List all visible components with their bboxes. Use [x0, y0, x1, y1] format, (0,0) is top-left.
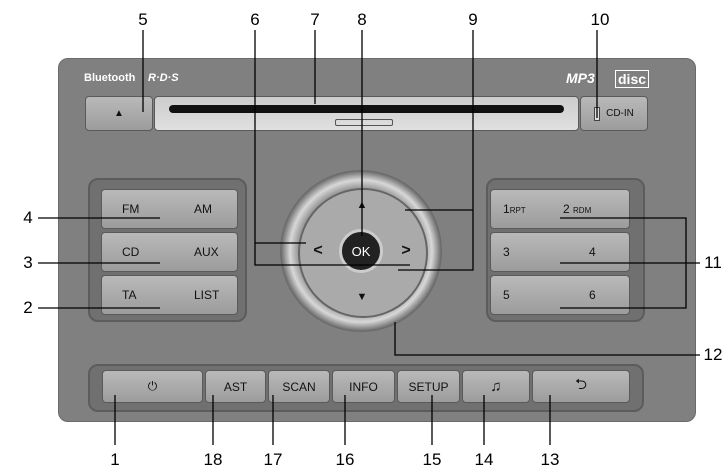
back-button[interactable]: ⮌	[532, 370, 630, 403]
aux-label: AUX	[194, 245, 219, 259]
down-arrow-icon[interactable]: ▼	[356, 291, 368, 303]
music-note-icon: ♫	[490, 378, 502, 395]
callout-17: 17	[263, 450, 283, 469]
back-icon: ⮌	[574, 376, 587, 393]
ta-label: TA	[122, 288, 137, 302]
cd-slot[interactable]	[154, 96, 579, 131]
preset-3-label: 3	[503, 245, 510, 259]
sound-button[interactable]: ♫	[462, 370, 530, 403]
fm-am-button[interactable]: FM AM	[101, 189, 238, 229]
rpt-label: RPT	[509, 206, 526, 215]
setup-button[interactable]: SETUP	[397, 370, 460, 403]
callout-3: 3	[23, 253, 33, 272]
info-label: INFO	[349, 379, 378, 394]
callout-14: 14	[474, 450, 494, 469]
list-label: LIST	[194, 288, 220, 302]
callout-6: 6	[250, 10, 260, 29]
callout-5: 5	[138, 10, 148, 29]
cd-in-indicator: CD-IN	[580, 96, 648, 131]
callout-2: 2	[23, 298, 33, 317]
cd-aux-button[interactable]: CD AUX	[101, 232, 238, 272]
preset-5-label: 5	[503, 288, 510, 302]
ok-button[interactable]: OK	[339, 229, 383, 273]
eject-icon: ▲	[114, 108, 124, 119]
callout-9: 9	[468, 10, 478, 29]
right-arrow-icon[interactable]: >	[401, 242, 411, 259]
preset-1-label: 1	[503, 202, 510, 216]
callout-8: 8	[357, 10, 367, 29]
scan-button[interactable]: SCAN	[268, 370, 330, 403]
mp3-logo: MP3	[566, 70, 595, 86]
setup-label: SETUP	[408, 379, 449, 394]
callout-15: 15	[422, 450, 442, 469]
fm-label: FM	[122, 202, 140, 216]
ok-label: OK	[351, 243, 371, 259]
callout-4: 4	[23, 208, 33, 227]
power-icon: ⏻	[147, 379, 158, 393]
eject-button[interactable]: ▲	[85, 96, 153, 131]
am-label: AM	[194, 202, 212, 216]
callout-18: 18	[203, 450, 223, 469]
callout-1: 1	[110, 450, 120, 469]
slot-opening	[169, 105, 564, 113]
preset-4-label: 4	[589, 245, 596, 259]
preset-2-label: 2	[563, 202, 570, 216]
callout-11: 11	[704, 253, 722, 272]
ast-label: AST	[223, 379, 248, 394]
callout-13: 13	[540, 450, 560, 469]
callout-12: 12	[703, 345, 723, 364]
cd-in-label: CD-IN	[606, 108, 634, 119]
power-button[interactable]: ⏻	[102, 370, 203, 403]
callout-10: 10	[590, 10, 610, 29]
compact-disc-logo: disc	[615, 70, 650, 88]
cd-label: CD	[122, 245, 140, 259]
preset-1-2-button[interactable]: 1RPT 2 RDM	[490, 189, 630, 229]
info-button[interactable]: INFO	[332, 370, 395, 403]
scan-label: SCAN	[282, 379, 316, 394]
left-arrow-icon[interactable]: <	[313, 242, 323, 259]
callout-7: 7	[310, 10, 320, 29]
ast-button[interactable]: AST	[205, 370, 266, 403]
slot-marker	[335, 119, 393, 126]
preset-6-label: 6	[589, 288, 596, 302]
bluetooth-logo: Bluetooth	[84, 72, 136, 84]
rds-logo: R·D·S	[148, 72, 179, 84]
rdm-label: RDM	[573, 206, 592, 215]
callout-16: 16	[335, 450, 355, 469]
